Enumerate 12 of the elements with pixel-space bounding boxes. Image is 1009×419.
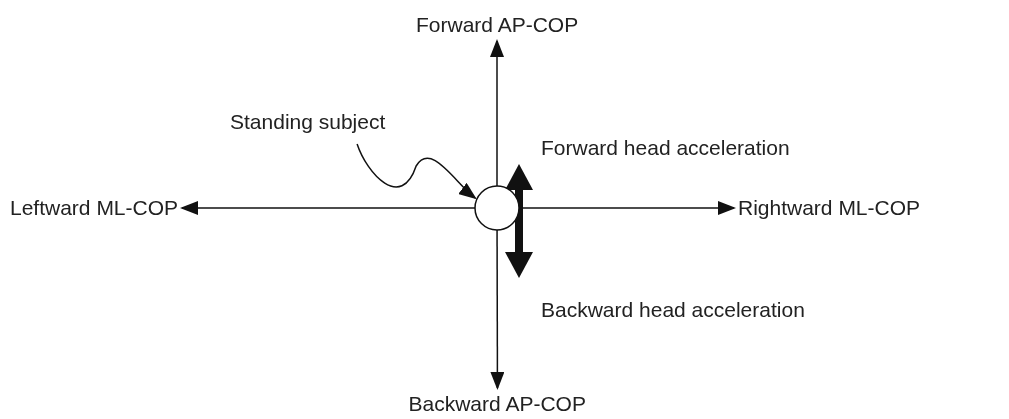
arrow [490, 229, 505, 390]
node-label: Leftward ML-COP [10, 196, 179, 220]
subject-circle [474, 185, 520, 231]
leader-line [356, 143, 477, 200]
axis-label: Forward head acceleration [541, 136, 790, 160]
node-label: Standing subject [230, 110, 386, 134]
node-label: Backward AP-COP [408, 392, 586, 416]
node-label: Forward AP-COP [416, 13, 579, 37]
axis-label: Backward head acceleration [541, 298, 805, 322]
arrow [490, 39, 504, 187]
arrow [180, 201, 476, 215]
node-label: Rightward ML-COP [738, 196, 921, 220]
